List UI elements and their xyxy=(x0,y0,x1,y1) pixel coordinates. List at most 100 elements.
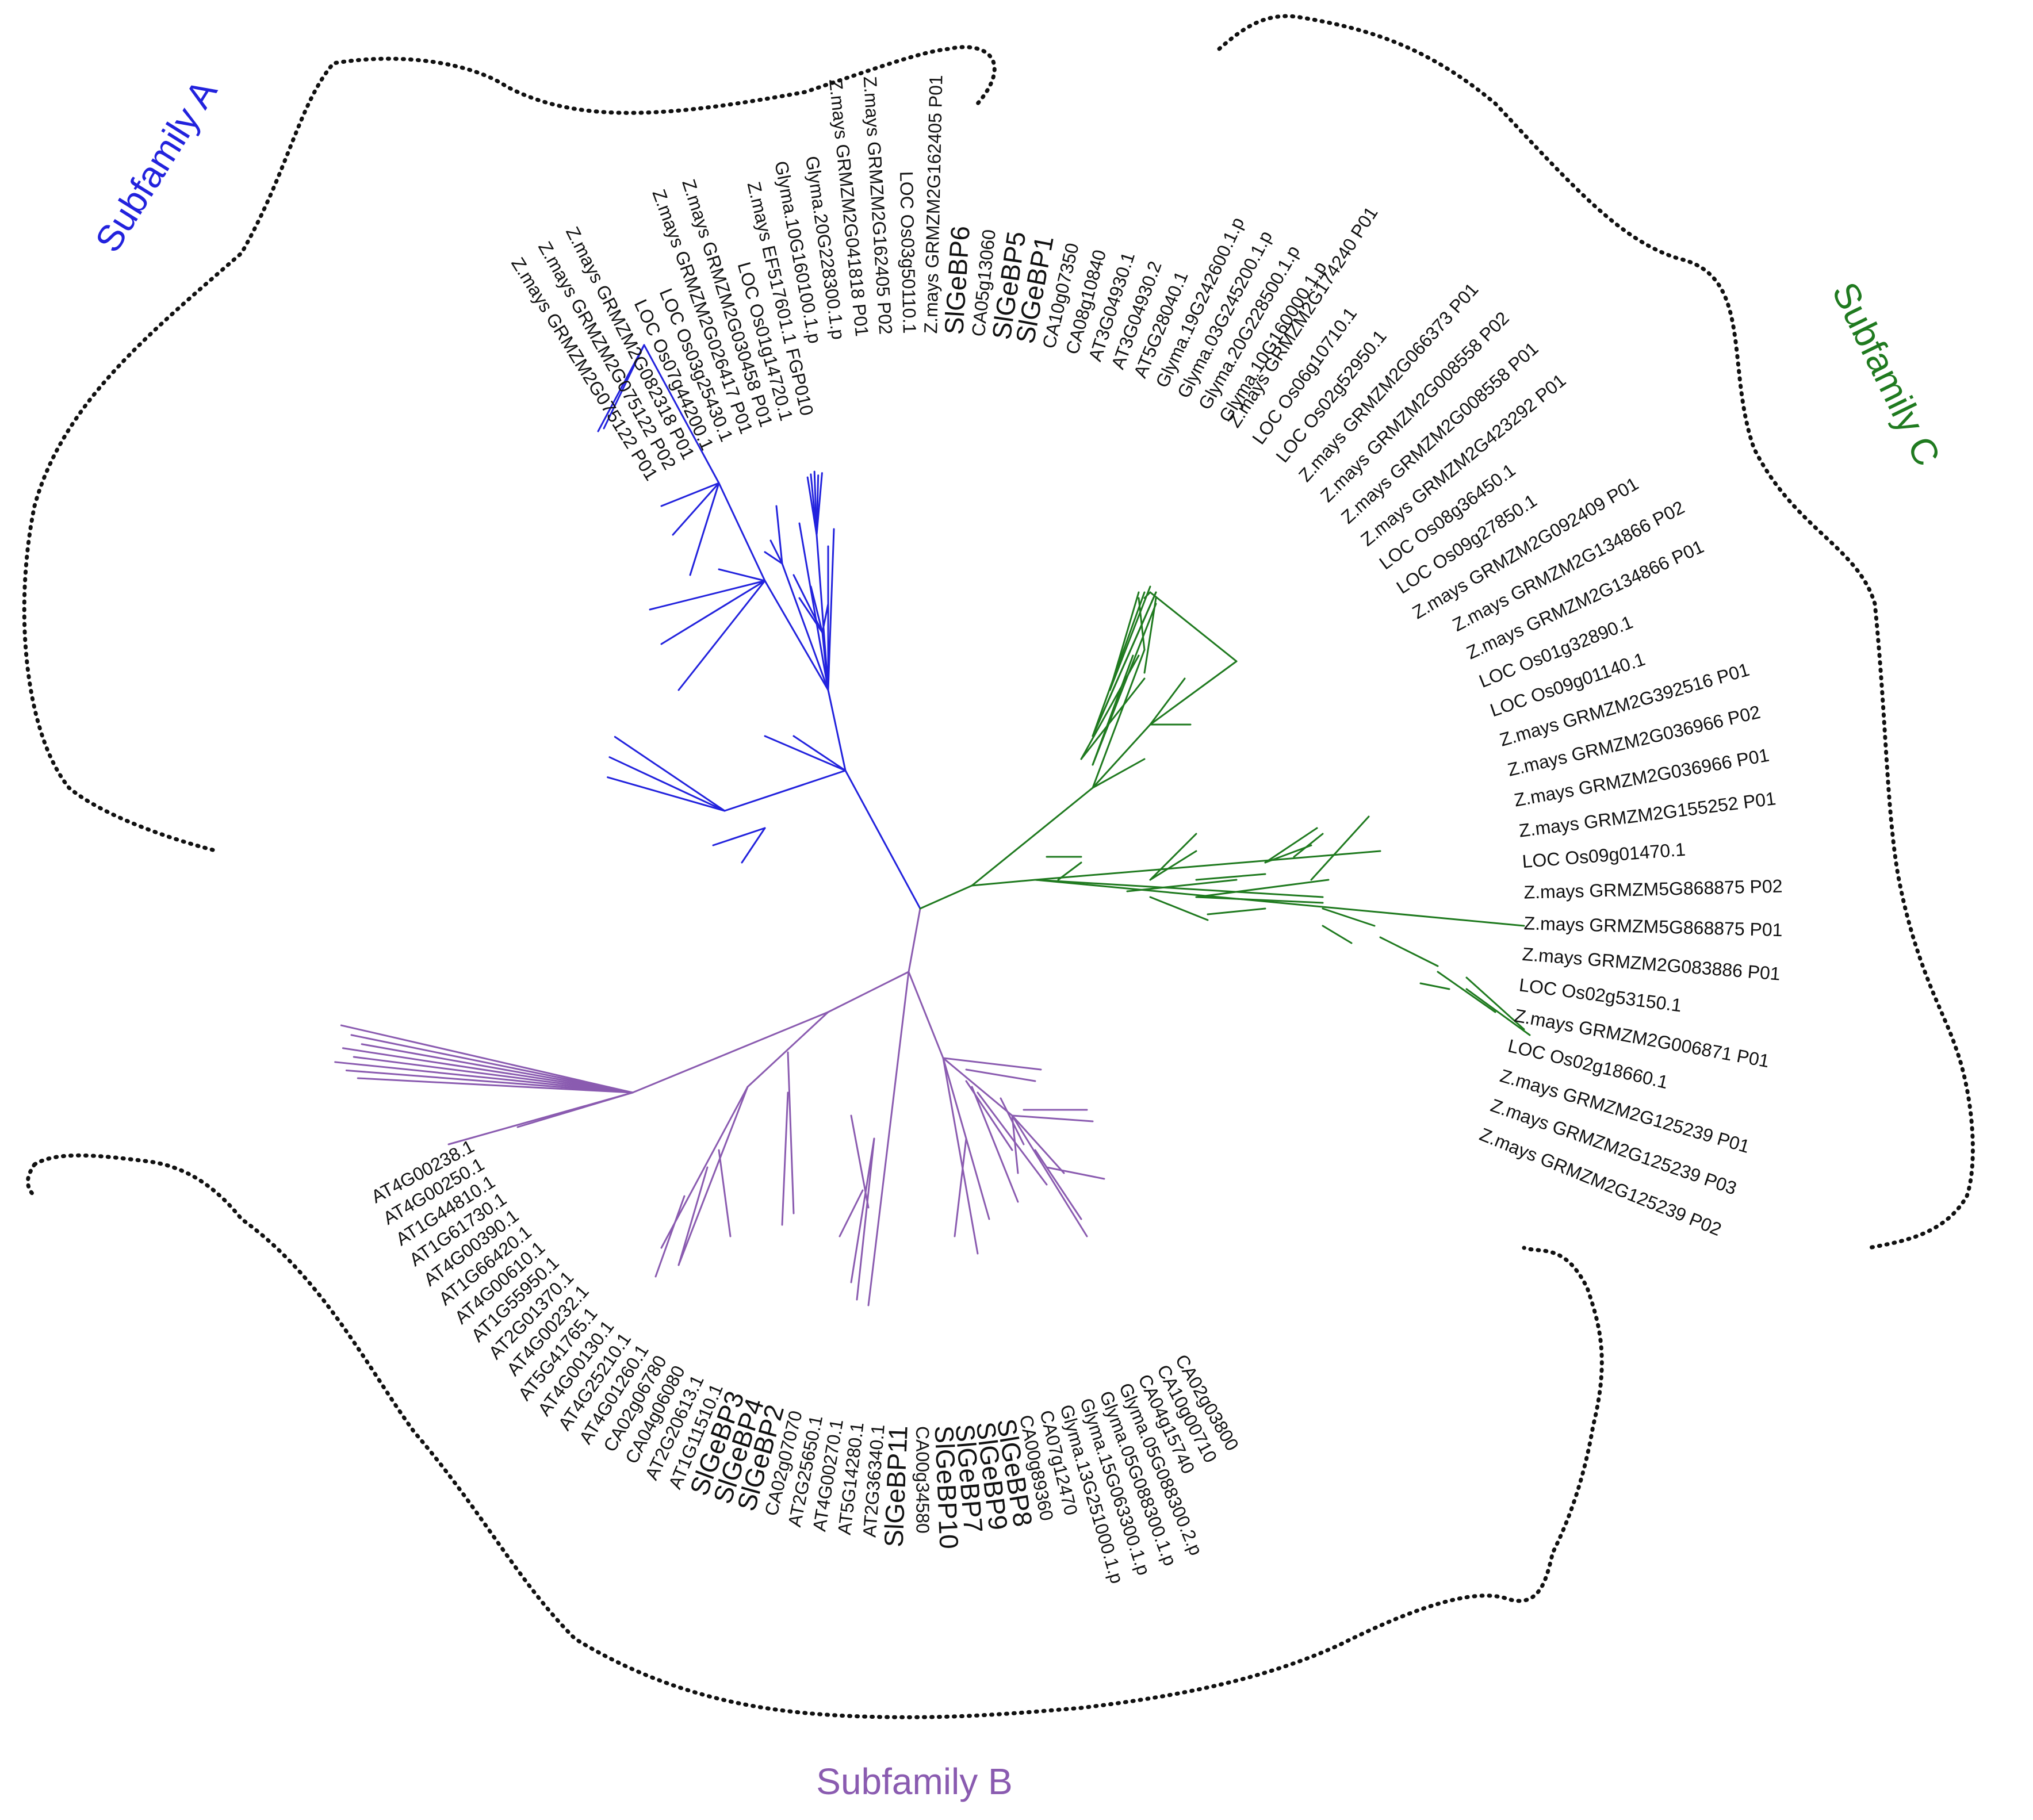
branch xyxy=(856,1137,875,1301)
branch xyxy=(1310,815,1370,881)
branch xyxy=(919,884,973,910)
branch xyxy=(971,787,1094,887)
branch xyxy=(1207,907,1266,915)
branch xyxy=(781,1091,789,1226)
branch xyxy=(1264,827,1318,864)
branch xyxy=(764,580,829,691)
branch xyxy=(654,1195,686,1278)
branch xyxy=(677,1086,749,1266)
branch xyxy=(607,776,726,812)
branch xyxy=(677,580,766,691)
subfamily-outlines xyxy=(22,14,1975,1719)
branch xyxy=(516,1091,634,1128)
subfamily-c-title: Subfamily C xyxy=(1824,276,1948,473)
branch xyxy=(942,1057,979,1255)
subfamily-c-branches xyxy=(919,585,1531,1036)
branch xyxy=(1322,925,1353,944)
branch xyxy=(603,344,645,430)
branch xyxy=(810,585,824,634)
branch xyxy=(353,1056,634,1094)
branch xyxy=(723,769,847,812)
subfamily-b-title: Subfamily B xyxy=(816,1761,1012,1802)
branch xyxy=(334,1061,634,1094)
branch xyxy=(1092,591,1157,737)
branch xyxy=(1000,1097,1025,1145)
branch xyxy=(1195,879,1330,898)
branch xyxy=(827,689,847,772)
branch xyxy=(971,1086,1019,1203)
branch xyxy=(741,827,766,864)
branch xyxy=(1149,850,1197,881)
branch xyxy=(781,562,829,691)
branch xyxy=(342,1047,634,1094)
branch xyxy=(1437,971,1496,1013)
branch xyxy=(827,971,910,1013)
branch xyxy=(965,1080,1013,1151)
branch xyxy=(908,971,944,1059)
branch xyxy=(1092,723,1151,789)
branch xyxy=(660,482,720,507)
subfamily-a-title: Subfamily A xyxy=(87,72,225,259)
branch xyxy=(1126,879,1238,892)
subfamily-a-outline xyxy=(22,45,997,852)
branch xyxy=(746,1011,829,1088)
gene-label: Z.mays GRMZM5G868875 P02 xyxy=(1523,876,1783,903)
branch xyxy=(965,1068,1036,1082)
branch xyxy=(1149,591,1238,662)
branch xyxy=(787,1051,795,1214)
branch xyxy=(844,769,921,910)
highlighted-gene-label: SlGeBP11 xyxy=(879,1425,913,1547)
branch xyxy=(1465,976,1525,1030)
branch xyxy=(361,1043,634,1094)
gene-label: Z.mays GRMZM5G868875 P01 xyxy=(1523,913,1783,940)
branch xyxy=(977,1091,1048,1186)
branch xyxy=(821,603,829,634)
branch xyxy=(718,1149,732,1237)
branch xyxy=(1149,677,1186,726)
branch xyxy=(1195,873,1266,881)
branch xyxy=(764,735,847,772)
branch xyxy=(677,1166,709,1266)
branch xyxy=(631,1011,829,1094)
branch xyxy=(867,971,910,1306)
branch xyxy=(718,568,766,582)
branch xyxy=(350,1034,634,1094)
branch xyxy=(1322,907,1376,927)
branch xyxy=(764,551,783,565)
branch xyxy=(816,472,823,536)
subfamily-b-outline xyxy=(25,1153,1604,1719)
branch xyxy=(908,907,921,973)
branch xyxy=(1465,988,1531,1036)
branch xyxy=(660,580,766,645)
branch xyxy=(649,580,766,611)
branch xyxy=(1109,585,1151,691)
branch xyxy=(769,539,783,565)
branch xyxy=(1034,879,1324,898)
branch xyxy=(1011,1114,1065,1174)
branch xyxy=(1034,850,1381,881)
branch xyxy=(1057,861,1082,881)
branch xyxy=(798,522,829,691)
gene-label: LOC Os09g01470.1 xyxy=(1521,839,1686,872)
branch xyxy=(942,1057,1042,1071)
branch xyxy=(672,482,720,536)
branch xyxy=(712,827,766,846)
gene-label: CA00g34580 xyxy=(912,1426,933,1534)
branch xyxy=(1149,833,1197,881)
branch xyxy=(942,1057,1013,1117)
branch xyxy=(1149,896,1209,921)
branch xyxy=(839,1189,864,1237)
branch xyxy=(1034,1149,1082,1220)
gene-label: LOC Os03g50110.1 xyxy=(896,171,920,334)
branch xyxy=(971,879,1036,887)
branch xyxy=(1034,879,1525,927)
branch xyxy=(1046,1166,1105,1180)
branch xyxy=(643,344,720,484)
branch xyxy=(1011,1114,1094,1122)
branch xyxy=(340,1024,634,1094)
subfamily-c-outline xyxy=(1217,14,1975,1250)
branch xyxy=(775,505,783,565)
subfamily-b-branches xyxy=(334,907,1105,1306)
